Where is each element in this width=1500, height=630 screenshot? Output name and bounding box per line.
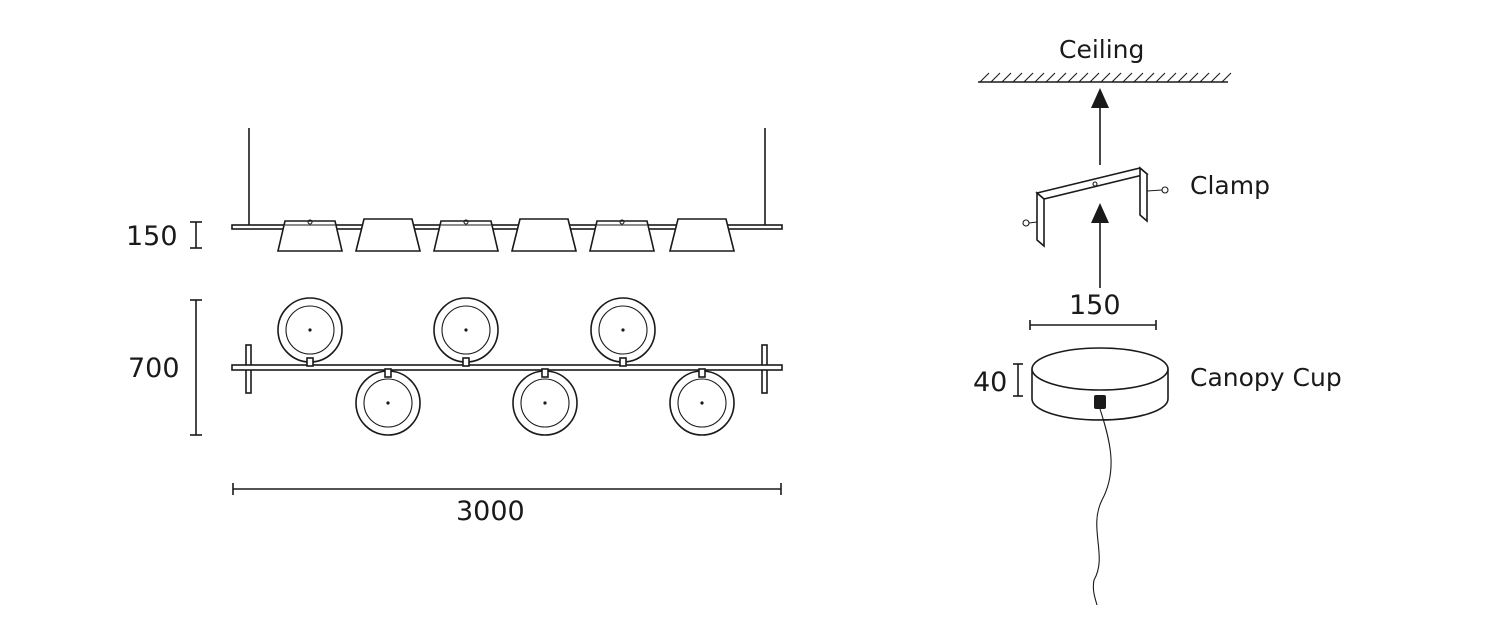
lamp-head <box>590 297 656 367</box>
clamp-screw-left <box>1022 219 1030 227</box>
front-view: 150 <box>126 128 783 252</box>
canopy-cup <box>1031 347 1169 606</box>
front-shade <box>668 218 736 252</box>
lamp-head <box>277 297 343 367</box>
front-shade <box>354 218 422 252</box>
lamp-head <box>512 368 578 436</box>
power-cable <box>1092 408 1112 606</box>
top-depth-dimension <box>190 299 202 436</box>
cable-grip <box>1094 395 1106 409</box>
canopy-cup-label: Canopy Cup <box>1190 363 1342 392</box>
front-shade <box>510 218 578 252</box>
top-lamp-heads <box>277 297 735 436</box>
top-bar <box>231 364 783 371</box>
front-height-dimension <box>190 221 202 249</box>
clamp-label: Clamp <box>1190 171 1270 200</box>
arrow-to-clamp-head <box>1091 203 1109 223</box>
length-label: 3000 <box>456 496 525 527</box>
lamp-head <box>433 297 499 367</box>
clamp-width-dimension <box>1029 320 1157 330</box>
canopy-height-dimension <box>1013 363 1023 397</box>
front-shades <box>276 218 736 252</box>
clamp-width-label: 150 <box>1069 290 1121 321</box>
length-dimension <box>232 483 782 495</box>
front-shade <box>276 219 344 252</box>
installation-detail: Ceiling Clamp 150 <box>973 35 1342 606</box>
ceiling-label: Ceiling <box>1059 35 1144 64</box>
top-view: 700 3000 <box>128 297 783 527</box>
arrow-to-ceiling-head <box>1091 88 1109 108</box>
ceiling-hatching <box>979 72 1232 83</box>
top-depth-label: 700 <box>128 353 180 384</box>
front-bar <box>231 224 783 230</box>
front-shade <box>432 219 500 252</box>
clamp <box>1022 166 1169 248</box>
lamp-head <box>669 368 735 436</box>
canopy-height-label: 40 <box>973 367 1007 398</box>
lamp-head <box>355 368 421 436</box>
front-height-label: 150 <box>126 221 178 252</box>
front-shade <box>588 219 656 252</box>
clamp-screw-right <box>1161 186 1169 194</box>
